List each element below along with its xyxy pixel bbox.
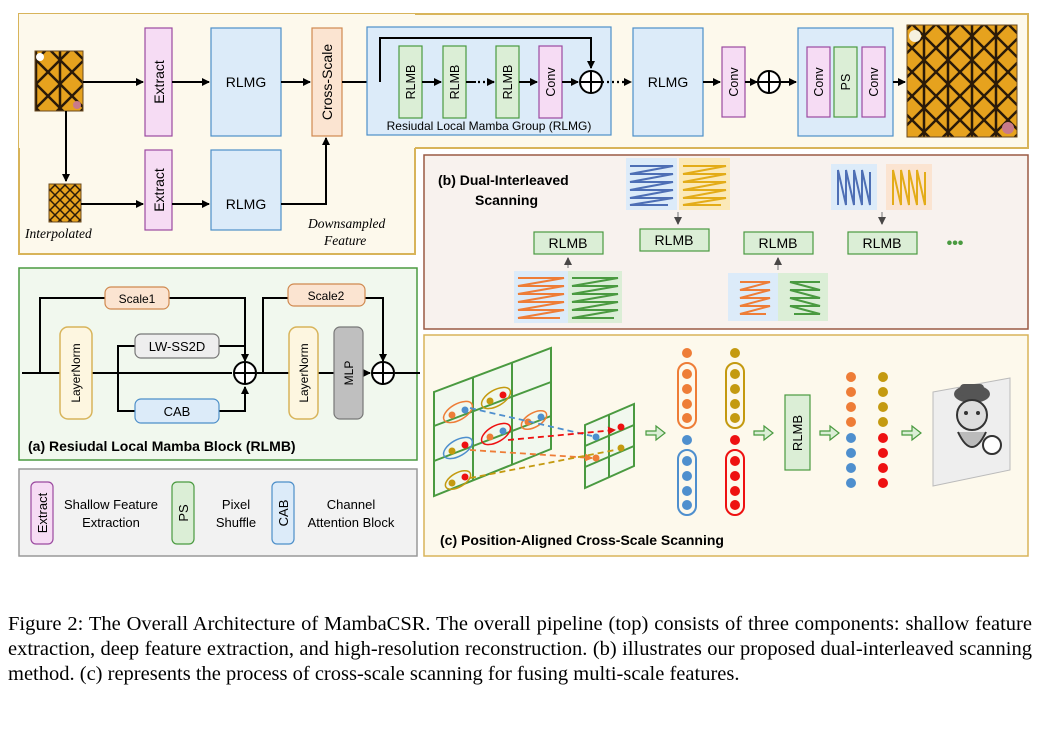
rlmb-block-2: RLMB (442, 45, 467, 119)
large-feature-grid (433, 346, 552, 498)
svg-text:RLMB: RLMB (863, 235, 902, 251)
extract-block-top: Extract (144, 27, 173, 137)
dual-title-line1: (b) Dual-Interleaved (438, 172, 569, 188)
rlmb-block-3: RLMB (495, 45, 520, 119)
cross-panel-title: (c) Position-Aligned Cross-Scale Scannin… (440, 532, 724, 548)
extract-block-bottom: Extract (144, 149, 173, 231)
svg-text:CAB: CAB (276, 500, 291, 527)
lw-ss2d-block: LW-SS2D (134, 333, 220, 359)
dual-rlmb-4: RLMB (847, 231, 918, 255)
dual-rlmb-1: RLMB (533, 231, 604, 255)
sequence-right (725, 348, 745, 516)
sequence-left (677, 348, 697, 516)
svg-text:Conv: Conv (812, 67, 826, 97)
svg-text:Scale2: Scale2 (308, 289, 345, 303)
rlmb-block-1: RLMB (398, 45, 423, 119)
svg-text:MLP: MLP (342, 361, 356, 386)
rlmg-block-top: RLMG (210, 27, 282, 137)
svg-text:RLMG: RLMG (226, 196, 266, 212)
svg-text:Cross-Scale: Cross-Scale (319, 44, 335, 120)
svg-text:RLMB: RLMB (501, 65, 515, 100)
downsampled-label: Downsampled (307, 216, 385, 231)
dual-ellipsis: ••• (947, 235, 964, 252)
legend-extract: Extract Shallow Feature Extraction (30, 481, 158, 545)
legend-cab: CAB Channel Attention Block (271, 481, 395, 545)
svg-text:Extract: Extract (151, 168, 167, 212)
svg-text:Conv: Conv (867, 67, 881, 97)
cab-block: CAB (134, 398, 220, 424)
svg-text:Scale1: Scale1 (119, 292, 156, 306)
scale2-block: Scale2 (287, 283, 366, 307)
scan-pattern-2 (626, 158, 730, 210)
svg-text:Shallow Feature: Shallow Feature (64, 497, 158, 512)
mlp-block: MLP (333, 326, 364, 420)
svg-text:LayerNorm: LayerNorm (297, 343, 311, 402)
svg-text:PS: PS (176, 504, 191, 522)
add-node-rlmb-2 (371, 361, 395, 385)
cartoon-output-image (932, 377, 1011, 487)
conv-block-group: Conv (538, 45, 563, 119)
flow-arrow-c-2 (753, 424, 774, 442)
output-butterfly-image (906, 24, 1018, 138)
rlmg-block-bottom: RLMG (210, 149, 282, 231)
output-sequence-left (846, 372, 856, 488)
dual-rlmb-2: RLMB (639, 228, 710, 252)
svg-text:Conv: Conv (544, 67, 558, 97)
scan-pattern-1 (514, 271, 622, 323)
rlmg-group: Resiudal Local Mamba Group (RLMG) RLMB R… (366, 26, 612, 136)
svg-text:CAB: CAB (164, 404, 191, 419)
legend-ps: PS Pixel Shuffle (171, 481, 256, 545)
svg-text:Conv: Conv (727, 67, 741, 97)
svg-text:Shuffle: Shuffle (216, 515, 256, 530)
svg-text:Extract: Extract (151, 60, 167, 104)
svg-text:Attention Block: Attention Block (308, 515, 395, 530)
flow-arrow-c-3 (819, 424, 840, 442)
svg-text:Extraction: Extraction (82, 515, 140, 530)
reconstruction-block: Conv PS Conv (797, 27, 894, 137)
svg-text:RLMG: RLMG (226, 74, 266, 90)
scan-pattern-4 (831, 164, 932, 210)
svg-text:RLMB: RLMB (655, 232, 694, 248)
cross-scale-block: Cross-Scale (311, 27, 343, 137)
svg-text:Channel: Channel (327, 497, 376, 512)
add-node-global (757, 70, 781, 94)
layernorm-block-1: LayerNorm (59, 326, 93, 420)
figure-caption: Figure 2: The Overall Architecture of Ma… (8, 613, 1032, 685)
svg-text:PS: PS (839, 74, 853, 91)
svg-text:Extract: Extract (35, 492, 50, 533)
interpolated-label: Interpolated (24, 226, 92, 241)
flow-arrow-c-1 (645, 424, 666, 442)
small-feature-grid (584, 402, 635, 490)
svg-text:RLMB: RLMB (790, 415, 805, 451)
output-sequence-right (878, 372, 888, 488)
svg-text:RLMB: RLMB (448, 65, 462, 100)
rlmg-group-label: Resiudal Local Mamba Group (RLMG) (387, 119, 592, 133)
svg-text:Feature: Feature (323, 233, 366, 248)
svg-text:LW-SS2D: LW-SS2D (149, 339, 206, 354)
layernorm-block-2: LayerNorm (288, 326, 319, 420)
scan-pattern-3 (728, 273, 828, 321)
cross-rlmb-block: RLMB (784, 394, 811, 471)
rlmg-block-final: RLMG (632, 27, 704, 137)
add-node-group (579, 70, 603, 94)
dual-rlmb-3: RLMB (743, 231, 814, 255)
svg-text:LayerNorm: LayerNorm (69, 343, 83, 402)
svg-text:RLMB: RLMB (759, 235, 798, 251)
cross-scale-links (469, 407, 616, 479)
architecture-figure: Interpolated Extract Extract RLMG RLMG D… (18, 13, 1029, 557)
interpolated-butterfly-image (48, 183, 82, 223)
add-node-rlmb-1 (233, 361, 257, 385)
svg-text:RLMG: RLMG (648, 74, 688, 90)
dual-title-line2: Scanning (475, 192, 538, 208)
legend-panel (18, 468, 418, 557)
svg-text:Pixel: Pixel (222, 497, 250, 512)
rlmb-panel-title: (a) Resiudal Local Mamba Block (RLMB) (28, 438, 296, 454)
input-butterfly-image (34, 50, 84, 112)
flow-arrow-c-4 (901, 424, 922, 442)
conv-block-final: Conv (721, 46, 746, 118)
svg-text:RLMB: RLMB (549, 235, 588, 251)
svg-text:RLMB: RLMB (404, 65, 418, 100)
scale1-block: Scale1 (104, 286, 170, 310)
